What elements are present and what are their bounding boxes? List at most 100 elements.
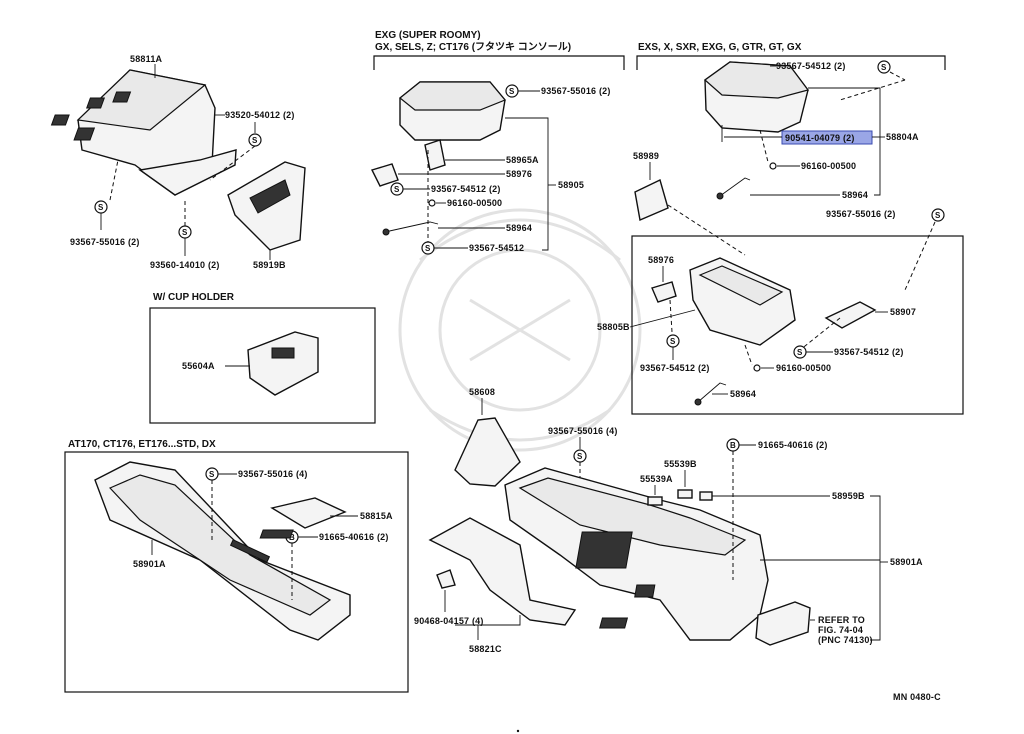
label-58965A: 58965A	[506, 155, 539, 165]
label-96160-00500-right: 96160-00500	[801, 161, 856, 171]
label-96160-00500-mid: 96160-00500	[447, 198, 502, 208]
label-58976-mid: 58976	[506, 169, 532, 179]
label-93567-55016-4-center: 93567-55016 (4)	[548, 426, 618, 436]
label-93520-54012: 93520-54012 (2)	[225, 110, 295, 120]
pad-58959B[interactable]	[699, 491, 713, 501]
group-top-left: 58811A 93520-54012 (2) S S 93567-55016 (…	[50, 54, 306, 270]
label-55604A: 55604A	[182, 361, 215, 371]
label-93567-54512-2-right: 93567-54512 (2)	[776, 61, 846, 71]
screw-symbol: S	[931, 208, 945, 222]
label-58901A-left: 58901A	[133, 559, 166, 569]
group-exg: EXG (SUPER ROOMY) GX, SELS, Z; CT176 (フタ…	[371, 30, 625, 255]
rod-58964-mid[interactable]	[384, 221, 439, 233]
screw-symbol: S	[793, 345, 807, 359]
header-exg: EXG (SUPER ROOMY)	[375, 30, 481, 41]
label-58976-right: 58976	[648, 255, 674, 265]
label-58905: 58905	[558, 180, 584, 190]
label-58901A-right: 58901A	[890, 557, 923, 567]
screw-symbol: S	[248, 133, 262, 147]
label-93567-54512-2-mid: 93567-54512 (2)	[431, 184, 501, 194]
screw-symbol: S	[94, 200, 108, 214]
diagram-code: MN 0480-C	[893, 692, 941, 702]
pad-58989[interactable]	[634, 179, 669, 221]
hinge-58965A[interactable]	[424, 139, 446, 171]
svg-text:S: S	[252, 136, 258, 145]
screw-symbol: S	[505, 84, 519, 98]
label-90468-04157: 90468-04157 (4)	[414, 616, 484, 626]
rod-58964-right[interactable]	[719, 177, 751, 197]
plate-58815A[interactable]	[270, 497, 347, 529]
label-58964-right: 58964	[842, 190, 868, 200]
svg-text:S: S	[577, 452, 583, 461]
label-58805B: 58805B	[597, 322, 630, 332]
group-bottom-left: AT170, CT176, ET176...STD, DX S 93567-55…	[64, 439, 409, 693]
cup-holder-box: W/ CUP HOLDER 55604A	[149, 292, 376, 424]
label-93567-54512-box2: 93567-54512 (2)	[834, 347, 904, 357]
stray-dot	[516, 729, 520, 733]
label-55539A: 55539A	[640, 474, 673, 484]
svg-text:B: B	[730, 441, 736, 450]
clip-58976-mid[interactable]	[371, 163, 399, 187]
clip-90468[interactable]	[436, 569, 456, 589]
label-91665-40616-right: 91665-40616 (2)	[758, 440, 828, 450]
inner-box-58805B	[631, 235, 964, 415]
rod-58964-box[interactable]	[697, 382, 727, 403]
label-58804A: 58804A	[886, 132, 919, 142]
highlight-90541-04079[interactable]	[781, 130, 873, 145]
plate-58821C[interactable]	[428, 517, 577, 626]
screw-symbol: S	[421, 241, 435, 255]
clip-55539A[interactable]	[647, 496, 663, 506]
bolt-symbol: B	[726, 438, 740, 452]
shift-boot-58608[interactable]	[454, 417, 521, 487]
label-96160-00500-box: 96160-00500	[776, 363, 831, 373]
label-58964-box: 58964	[730, 389, 756, 399]
hinge-58907[interactable]	[824, 301, 877, 329]
svg-text:S: S	[182, 228, 188, 237]
label-93567-55016-mid: 93567-55016 (2)	[541, 86, 611, 96]
clip-58976-right[interactable]	[651, 281, 677, 303]
group-exs: EXS, X, SXR, EXG, G, GTR, GT, GX 93567-5…	[597, 42, 964, 415]
label-58907: 58907	[890, 307, 916, 317]
label-58821C: 58821C	[469, 644, 502, 654]
svg-text:S: S	[935, 211, 941, 220]
label-58608: 58608	[469, 387, 495, 397]
svg-text:S: S	[98, 203, 104, 212]
label-58964-mid: 58964	[506, 223, 532, 233]
screw-symbol: S	[178, 225, 192, 239]
svg-text:S: S	[425, 244, 431, 253]
svg-text:S: S	[670, 337, 676, 346]
label-93567-55016-4-left: 93567-55016 (4)	[238, 469, 308, 479]
label-58959B: 58959B	[832, 491, 865, 501]
header-cup-holder: W/ CUP HOLDER	[153, 292, 235, 303]
header-at170: AT170, CT176, ET176...STD, DX	[68, 439, 216, 450]
screw-symbol: S	[877, 60, 891, 74]
watermark-emblem	[398, 208, 642, 452]
label-90541-04079: 90541-04079 (2)	[785, 133, 855, 143]
cup-holder-55604A[interactable]	[247, 331, 319, 396]
label-58989: 58989	[633, 151, 659, 161]
label-58815A: 58815A	[360, 511, 393, 521]
svg-text:S: S	[209, 470, 215, 479]
screw-symbol: S	[666, 334, 680, 348]
screw-symbol: S	[205, 467, 219, 481]
label-93560-14010: 93560-14010 (2)	[150, 260, 220, 270]
screw-symbol: S	[390, 182, 404, 196]
label-93567-54512-mid: 93567-54512	[469, 243, 524, 253]
screw-symbol: S	[573, 449, 587, 463]
label-58811A: 58811A	[130, 54, 163, 64]
svg-text:S: S	[394, 185, 400, 194]
ashtray-ref[interactable]	[755, 601, 811, 646]
label-93567-55016-left: 93567-55016 (2)	[70, 237, 140, 247]
label-55539B: 55539B	[664, 459, 697, 469]
svg-text:S: S	[881, 63, 887, 72]
label-refer-1: REFER TO	[818, 615, 865, 625]
label-91665-40616-left: 91665-40616 (2)	[319, 532, 389, 542]
svg-text:B: B	[289, 533, 295, 542]
label-93567-55016-right: 93567-55016 (2)	[826, 209, 896, 219]
label-58919B: 58919B	[253, 260, 286, 270]
label-93567-54512-box: 93567-54512 (2)	[640, 363, 710, 373]
group-bottom-main: 58608 93567-55016 (4) S 58821C 90468-041…	[259, 387, 923, 654]
svg-text:S: S	[509, 87, 515, 96]
clip-55539B[interactable]	[677, 489, 693, 499]
tray-58805B[interactable]	[689, 257, 796, 346]
